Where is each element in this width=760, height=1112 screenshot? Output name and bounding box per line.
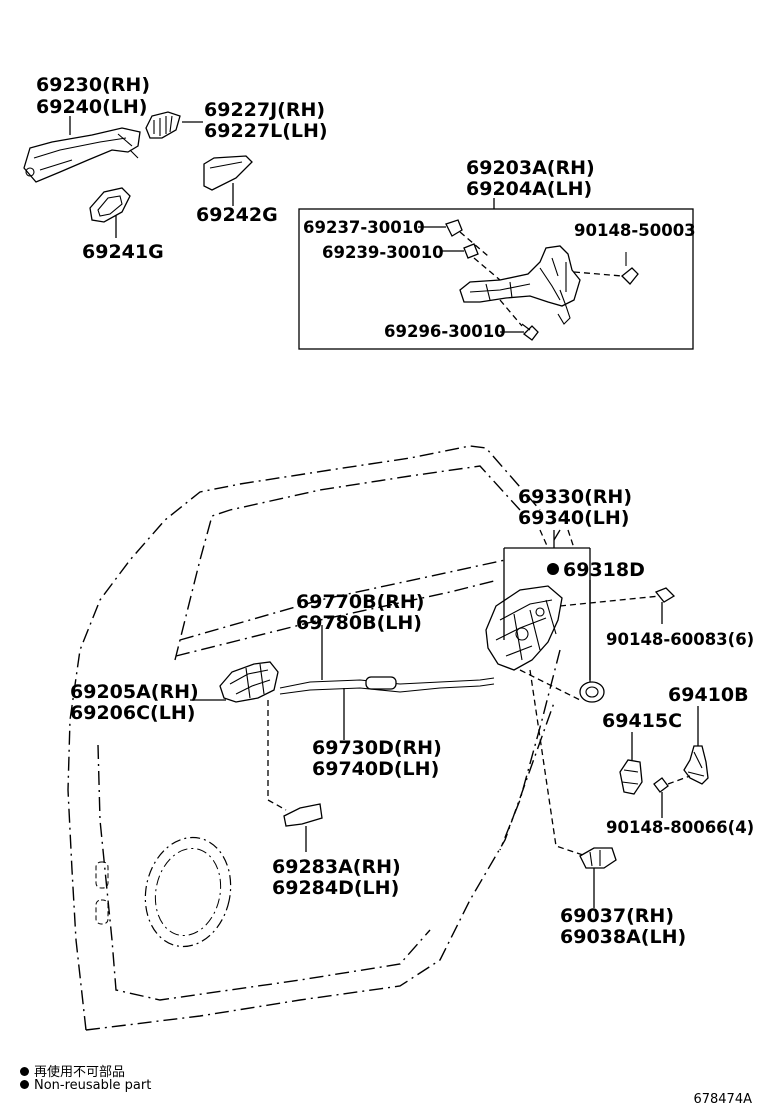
door-outline (67, 445, 561, 1031)
label-90148-60083: 90148-60083(6) (606, 630, 754, 649)
label-69340-lh: 69340(LH) (518, 507, 629, 529)
seal-ring-part (579, 681, 605, 703)
label-69239-30010: 69239-30010 (322, 243, 444, 262)
outside-handle-part (23, 127, 141, 183)
label-69410b: 69410B (668, 684, 749, 706)
label-69037-rh: 69037(RH) (560, 905, 674, 927)
label-69318d: 69318D (563, 559, 645, 581)
clip-69237-part (445, 219, 463, 237)
screw-69296-part (523, 325, 539, 341)
label-69283a-rh: 69283A(RH) (272, 856, 401, 878)
label-69740d-lh: 69740D(LH) (312, 758, 439, 780)
label-69230-rh: 69230(RH) (36, 74, 150, 96)
label-69240-lh: 69240(LH) (36, 96, 147, 118)
outside-handle-group: 69230(RH) 69240(LH) 69227J(RH) 69227L(LH… (23, 74, 328, 263)
label-69296-30010: 69296-30010 (384, 322, 506, 341)
label-69241g: 69241G (82, 241, 164, 263)
label-69415c: 69415C (602, 710, 682, 732)
handle-cap-part (145, 111, 181, 139)
label-69780b-lh: 69780B(LH) (296, 612, 422, 634)
cap-cover-part (203, 155, 253, 191)
handle-pad-part (89, 187, 131, 223)
label-69242g: 69242G (196, 204, 278, 226)
legend-english: Non-reusable part (20, 1078, 151, 1093)
label-90148-80066: 90148-80066(4) (606, 818, 754, 837)
label-69730d-rh: 69730D(RH) (312, 737, 442, 759)
label-69205a-rh: 69205A(RH) (70, 681, 199, 703)
cover-69415c-part (619, 759, 643, 795)
legend-japanese-text: 再使用不可部品 (34, 1065, 126, 1080)
handle-frame-group: 69203A(RH) 69204A(LH) 69237-30010 69239-… (298, 157, 696, 350)
handle-frame-box (298, 208, 694, 350)
lock-assembly-group: 69330(RH) 69340(LH) 69318D 69770B(RH) 69… (70, 486, 754, 948)
label-69204a-lh: 69204A(LH) (466, 178, 592, 200)
label-69770b-rh: 69770B(RH) (296, 591, 424, 613)
lock-cable-part (279, 677, 495, 689)
label-69227l-lh: 69227L(LH) (204, 120, 328, 142)
striker-part (579, 847, 617, 869)
hinge-bracket-part (683, 745, 709, 785)
screw-90148-50003-part (621, 267, 639, 285)
screw-90148-60083-part (654, 587, 676, 603)
label-69203a-rh: 69203A(RH) (466, 157, 595, 179)
label-69227j-rh: 69227J(RH) (204, 99, 325, 121)
handle-bezel-part (283, 803, 323, 827)
screw-90148-80066-part (653, 777, 669, 793)
legend-japanese: 再使用不可部品 (20, 1061, 125, 1080)
label-69038a-lh: 69038A(LH) (560, 926, 686, 948)
legend-english-text: Non-reusable part (34, 1078, 152, 1093)
cable-clamp-part (365, 676, 397, 690)
figure-id: 678474A (693, 1092, 752, 1107)
inside-handle-part (219, 661, 279, 703)
filled-circle-icon (20, 1080, 29, 1089)
label-69206c-lh: 69206C(LH) (70, 702, 195, 724)
label-69330-rh: 69330(RH) (518, 486, 632, 508)
clip-69239-part (463, 243, 479, 259)
handle-frame-part (459, 245, 581, 307)
label-69237-30010: 69237-30010 (303, 218, 425, 237)
label-69284d-lh: 69284D(LH) (272, 877, 399, 899)
label-90148-50003: 90148-50003 (574, 221, 696, 240)
non-reusable-marker-icon (547, 563, 559, 575)
filled-circle-icon (20, 1067, 29, 1076)
